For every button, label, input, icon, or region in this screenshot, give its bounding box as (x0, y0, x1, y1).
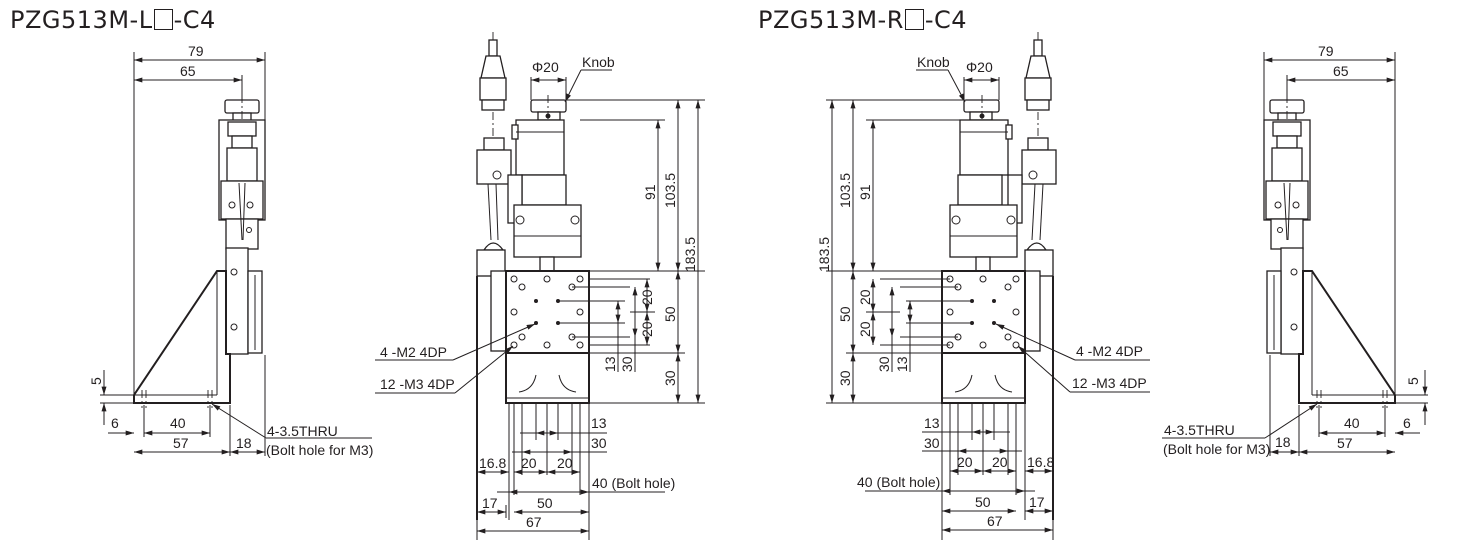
dim-30: 30 (591, 435, 607, 451)
dim-20-left: 20 (957, 454, 973, 470)
dim-20-right: 20 (992, 454, 1008, 470)
dim-183-5: 183.5 (682, 237, 698, 272)
vertical-stage (225, 247, 249, 355)
title-right-prefix: PZG513M-R (758, 6, 904, 34)
dim-17: 17 (1029, 494, 1045, 510)
dim-18: 18 (236, 435, 252, 451)
dim-20-left: 20 (521, 455, 537, 471)
title-left-model: PZG513M-L -C4 (10, 6, 216, 34)
callout-m2-holes: 4 -M2 4DP (380, 344, 447, 360)
right-side-view: 79 65 5 40 6 (1162, 43, 1428, 457)
dim-40: 40 (170, 415, 186, 431)
dim-20-lower: 20 (639, 321, 655, 337)
dim-knob-diameter: Φ20 (966, 59, 993, 75)
dim-103-5: 103.5 (837, 173, 853, 208)
title-right-suffix: -C4 (924, 6, 968, 34)
dim-40: 40 (1344, 415, 1360, 431)
dim-65: 65 (1333, 63, 1349, 79)
dim-6: 6 (1403, 415, 1411, 431)
dim-knob-diameter: Φ20 (532, 59, 559, 75)
callout-bolt-hole: (Bolt hole for M3) (266, 442, 373, 458)
option-box-icon (153, 9, 173, 30)
dim-91: 91 (857, 184, 873, 200)
dim-30-base: 30 (837, 370, 853, 386)
title-right-model: PZG513M-R -C4 (758, 6, 967, 34)
callout-m2-holes: 4 -M2 4DP (1076, 343, 1143, 359)
dim-20-lower: 20 (857, 321, 873, 337)
dim-79: 79 (188, 43, 204, 59)
dim-30-base: 30 (662, 370, 678, 386)
dim-13: 13 (591, 415, 607, 431)
dim-13-vertical: 13 (602, 356, 618, 372)
motor (515, 119, 565, 176)
title-left-suffix: -C4 (173, 6, 216, 34)
dim-30-vertical: 30 (876, 356, 892, 372)
gear-box (949, 204, 1018, 258)
label-knob: Knob (917, 54, 950, 70)
left-side-view: 79 65 5 (88, 43, 373, 458)
dim-30-vertical: 30 (619, 356, 635, 372)
dim-30: 30 (924, 435, 940, 451)
label-knob: Knob (582, 54, 615, 70)
dim-16-8: 16.8 (479, 455, 506, 471)
stage-base (941, 352, 1026, 404)
knob (963, 99, 1000, 113)
knob (530, 99, 567, 113)
m2-holes (970, 299, 996, 325)
dim-79: 79 (1318, 43, 1334, 59)
callout-m3-holes: 12 -M3 4DP (1072, 375, 1147, 391)
dim-5: 5 (88, 377, 104, 385)
angle-bracket (133, 270, 231, 404)
callout-thru-hole: 4-3.5THRU (267, 423, 338, 439)
dim-13: 13 (924, 415, 940, 431)
dim-50-vertical: 50 (837, 306, 853, 322)
dim-20-upper: 20 (857, 289, 873, 305)
connector-housing (476, 149, 512, 185)
dim-103-5: 103.5 (662, 173, 678, 208)
callout-bolt-hole: (Bolt hole for M3) (1163, 441, 1270, 457)
left-front-view: Φ20 Knob 91 103.5 183.5 50 30 20 20 13 3… (375, 32, 705, 540)
dim-20-right: 20 (557, 455, 573, 471)
right-front-view: Φ20 Knob 91 103.5 183.5 50 30 20 20 30 1… (816, 32, 1150, 540)
dim-50-vertical: 50 (662, 306, 678, 322)
dim-6: 6 (111, 415, 119, 431)
dim-65: 65 (180, 63, 196, 79)
callout-m3-holes: 12 -M3 4DP (380, 376, 455, 392)
m2-holes (534, 299, 560, 325)
dim-20-upper: 20 (639, 289, 655, 305)
dim-50: 50 (537, 495, 553, 511)
dim-40-bolt-hole: 40 (Bolt hole) (592, 475, 675, 491)
dim-13-vertical: 13 (894, 356, 910, 372)
dim-50: 50 (975, 494, 991, 510)
dim-67: 67 (526, 514, 542, 530)
dim-40-bolt-hole: 40 (Bolt hole) (857, 474, 940, 490)
connector-housing (1021, 149, 1057, 185)
callout-thru-hole: 4-3.5THRU (1164, 422, 1235, 438)
stage-base (505, 352, 590, 404)
title-left-prefix: PZG513M-L (10, 6, 153, 34)
dim-57: 57 (173, 435, 189, 451)
dim-57: 57 (1337, 435, 1353, 451)
dim-5: 5 (1405, 377, 1421, 385)
option-box-icon (904, 9, 924, 30)
dim-91: 91 (642, 184, 658, 200)
angle-bracket (1298, 270, 1396, 404)
dim-67: 67 (987, 513, 1003, 529)
vertical-stage (1280, 247, 1304, 355)
dim-17: 17 (482, 495, 498, 511)
gear-box (513, 204, 582, 258)
dim-18: 18 (1275, 434, 1291, 450)
dim-16-8: 16.8 (1027, 454, 1054, 470)
motor (959, 119, 1009, 176)
dim-183-5: 183.5 (816, 237, 832, 272)
